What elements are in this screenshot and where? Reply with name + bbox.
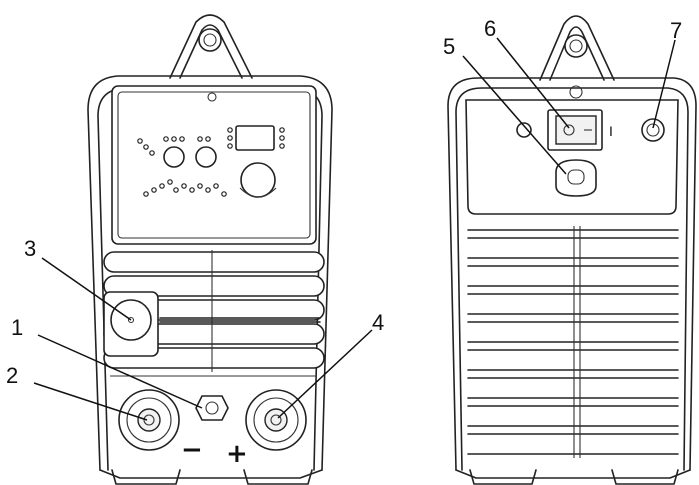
plus-sign: + <box>226 439 248 469</box>
panel-button-left <box>163 146 185 168</box>
control-knob <box>240 162 276 198</box>
callout-7: 7 <box>670 18 682 43</box>
back-top-panel: I <box>465 85 679 215</box>
panel-display <box>235 125 275 151</box>
front-socket <box>103 291 159 357</box>
callout-1: 1 <box>11 315 23 340</box>
front-terminals <box>110 375 316 485</box>
front-vent-slots <box>103 250 325 372</box>
callout-2: 2 <box>6 363 18 388</box>
front-body <box>87 75 333 471</box>
cable-inlet <box>555 159 597 197</box>
back-handle <box>539 15 615 81</box>
back-body <box>447 77 697 471</box>
callout-5: 5 <box>443 34 455 59</box>
front-control-panel <box>111 85 317 245</box>
back-view: I <box>447 15 697 485</box>
fuse-holder <box>641 118 665 142</box>
switch-on-mark: I <box>609 123 613 139</box>
callout-6: 6 <box>484 16 496 41</box>
gas-connector <box>195 395 229 421</box>
callout-3: 3 <box>24 236 36 261</box>
front-handle <box>169 14 253 79</box>
front-view: − + <box>87 14 333 485</box>
callout-leaders <box>33 37 676 421</box>
panel-button-right <box>195 146 217 168</box>
callout-4: 4 <box>372 310 384 335</box>
back-vent-slats <box>467 226 679 485</box>
callout-numbers: 1 2 3 4 5 6 7 <box>6 16 682 388</box>
minus-sign: − <box>181 435 203 465</box>
